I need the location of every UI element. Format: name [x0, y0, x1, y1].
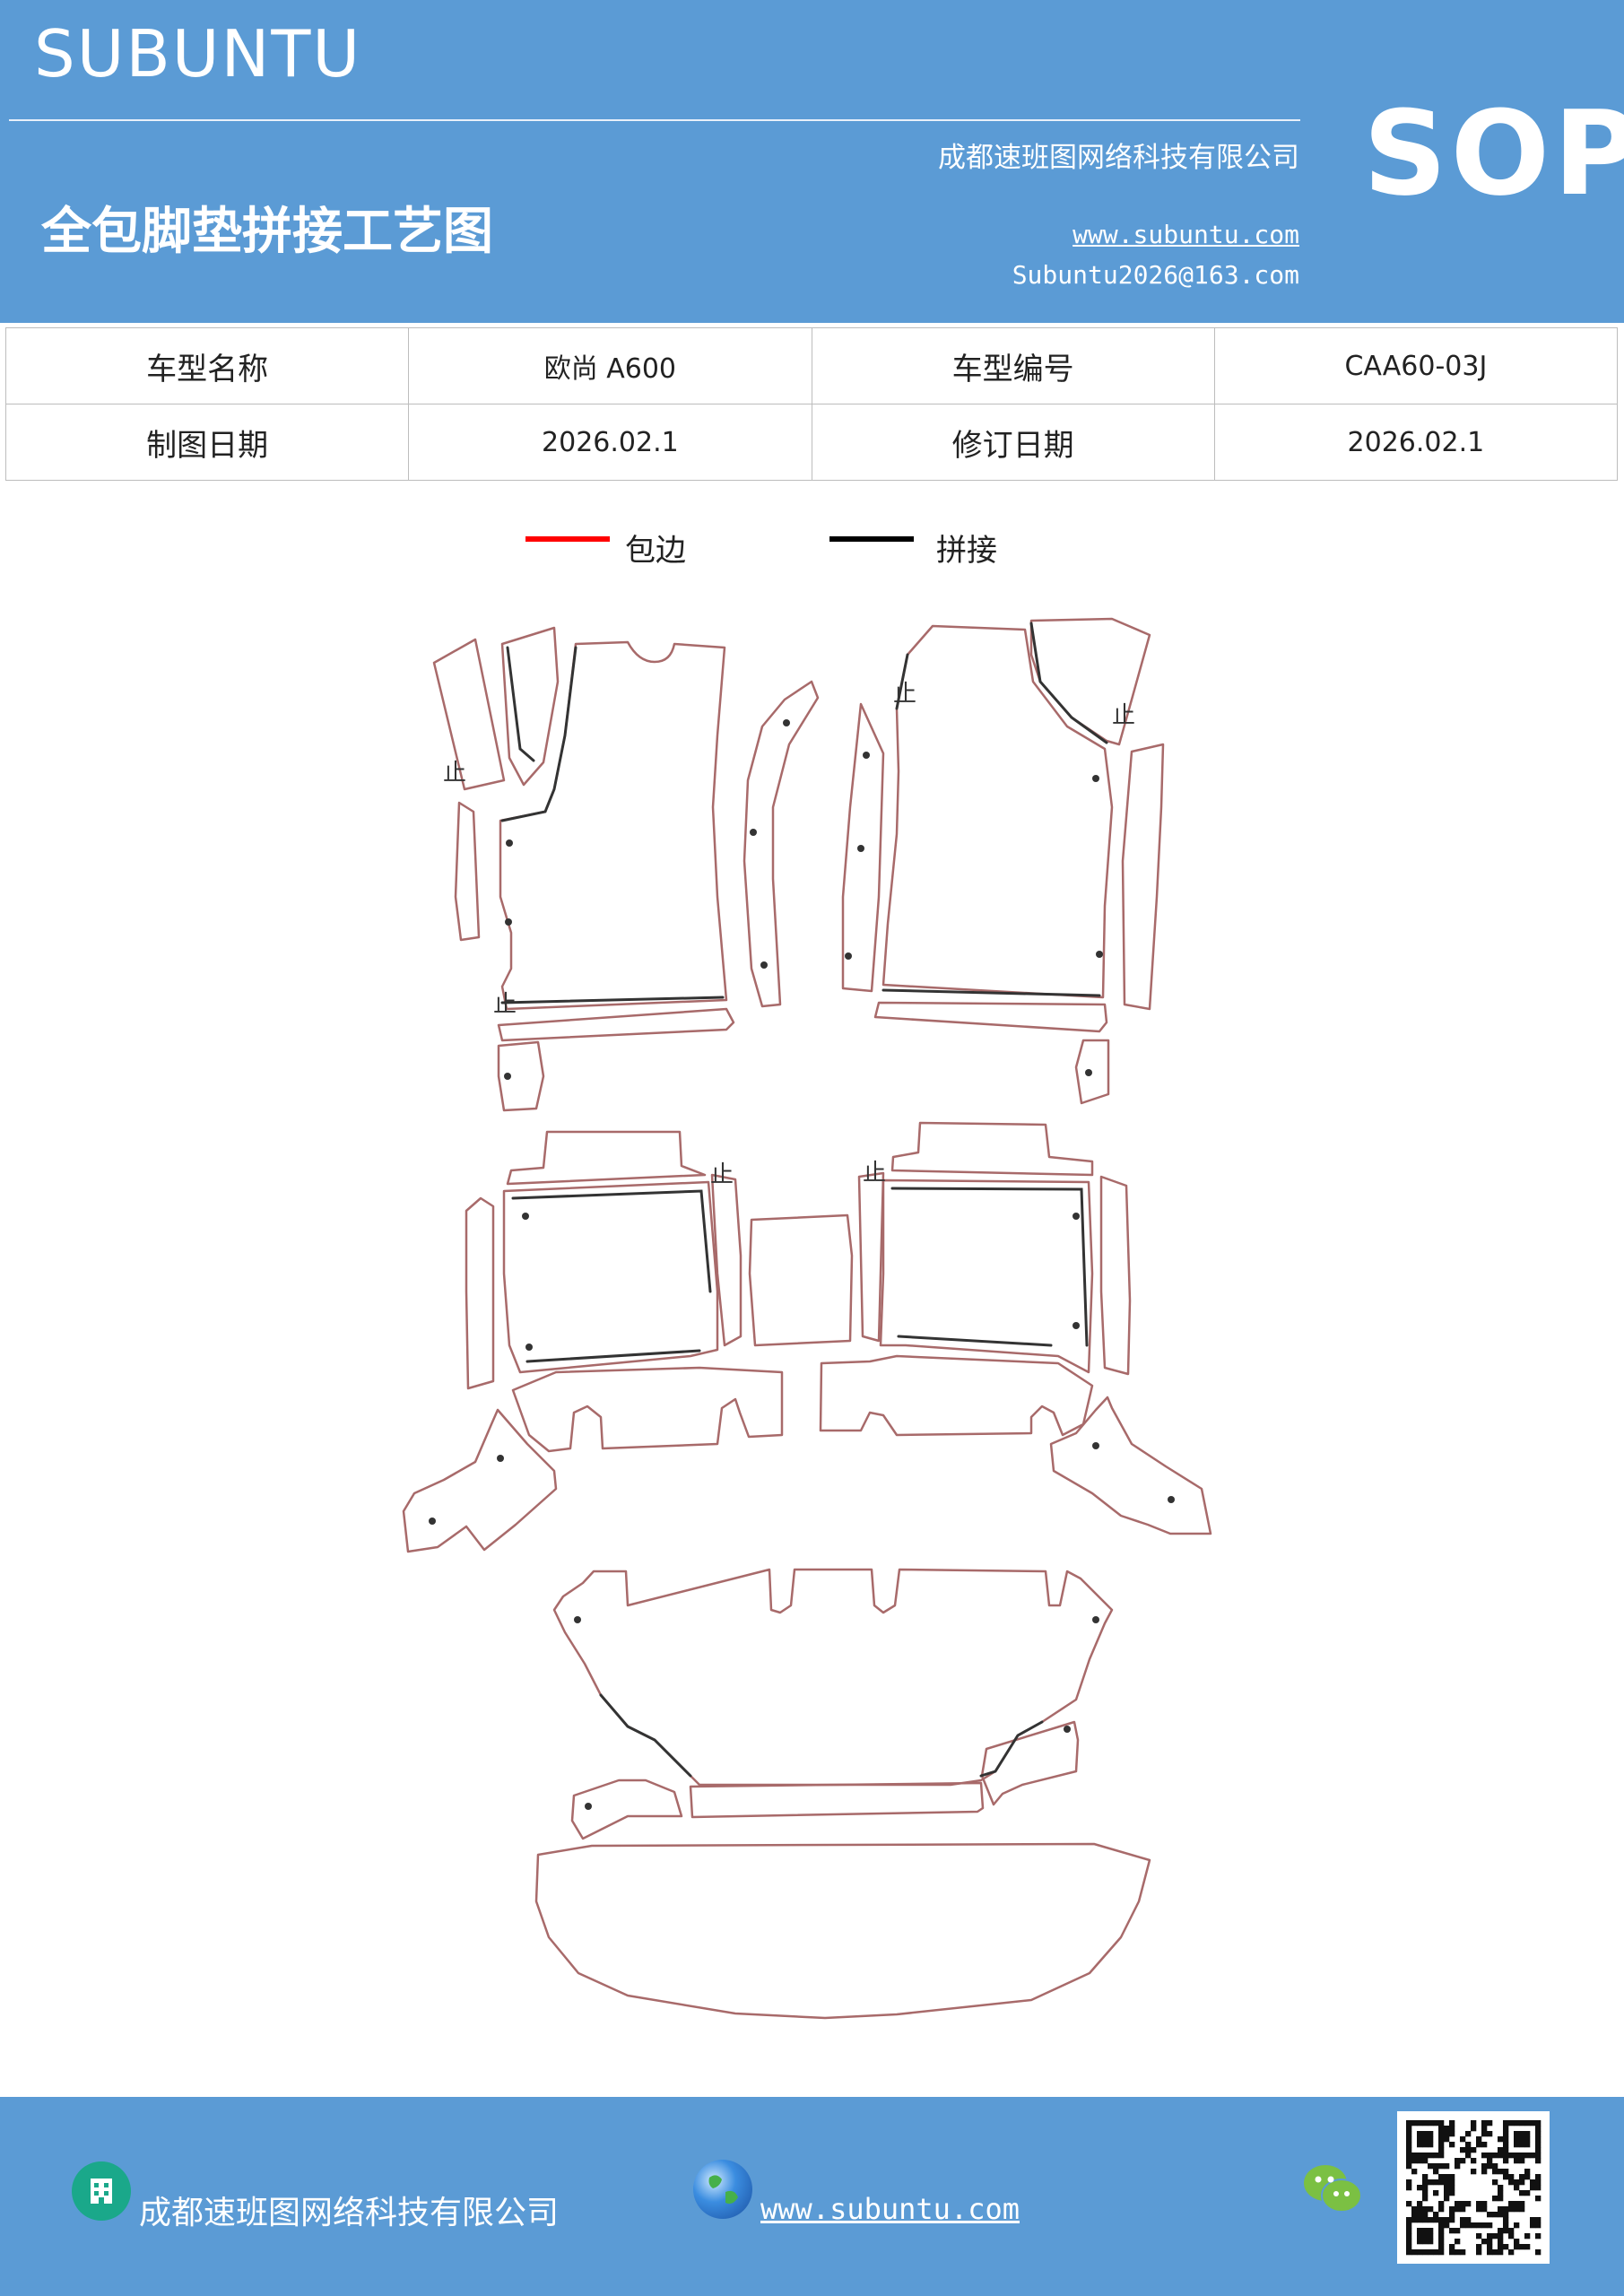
marker-dot: [1092, 1442, 1099, 1449]
marker-dot: [1064, 1726, 1071, 1733]
seam-line-fl-pillar: [506, 646, 535, 762]
marker-dot: [783, 719, 790, 726]
label-revision-date: 修订日期: [811, 404, 1215, 481]
table-row: 制图日期 2026.02.1 修订日期 2026.02.1: [4, 404, 1619, 481]
stop-marker: 止: [893, 681, 916, 708]
marker-dot: [1092, 1616, 1099, 1623]
header-email: Subuntu2026@163.com: [1012, 260, 1299, 290]
marker-dot: [497, 1455, 504, 1462]
mat-piece-rear-left-wing: [570, 1779, 683, 1840]
mat-piece-rear-bottom-bar: [689, 1781, 985, 1819]
marker-dot: [1092, 775, 1099, 782]
qr-code: [1397, 2111, 1550, 2264]
mat-piece-fl-tab: [497, 1040, 545, 1112]
stop-marker: 止: [1112, 702, 1135, 729]
header-divider: [9, 119, 1300, 121]
mat-piece-mid-bottom-left: [511, 1366, 784, 1453]
mat-piece-fl-door-arc: [743, 680, 820, 1008]
seam-line-mid-right: [890, 1187, 1089, 1347]
mat-piece-mid-top-left: [506, 1130, 707, 1186]
marker-dot: [506, 839, 513, 847]
marker-dot: [429, 1518, 436, 1525]
mat-piece-fr-top-strip: [1029, 617, 1151, 746]
legend-edge-line: [525, 536, 610, 542]
mat-piece-fl-left-strip: [454, 801, 481, 942]
mat-piece-mid-right-edge: [1099, 1175, 1132, 1376]
seam-line-fr-top-strip: [1029, 622, 1108, 744]
mat-piece-mid-bottom-right: [819, 1354, 1094, 1437]
mat-piece-trunk: [534, 1842, 1151, 2020]
header-company: 成都速班图网络科技有限公司: [938, 142, 1299, 174]
marker-dot: [1168, 1496, 1175, 1503]
label-model-name: 车型名称: [4, 327, 410, 404]
mat-piece-fl-bottom-bar: [497, 1007, 735, 1042]
document-title: 全包脚垫拼接工艺图: [41, 202, 493, 261]
mat-piece-mid-left-strip: [710, 1173, 743, 1347]
marker-dot: [522, 1213, 529, 1220]
sop-badge: SOP: [1363, 85, 1624, 222]
footer-website-link[interactable]: www.subuntu.com: [760, 2192, 1020, 2226]
building-icon: [72, 2161, 131, 2221]
stop-marker: 止: [443, 760, 466, 787]
value-drawing-date: 2026.02.1: [408, 404, 812, 481]
wechat-icon[interactable]: [1302, 2161, 1363, 2219]
legend-seam-line: [829, 536, 914, 542]
marker-dot: [1096, 951, 1103, 958]
seam-line-fl-main: [500, 646, 725, 1004]
seam-line-rear-main: [599, 1693, 1044, 1778]
mat-piece-fr-main: [881, 624, 1114, 999]
mat-piece-mid-right-wing: [1049, 1396, 1212, 1535]
value-model-code: CAA60-03J: [1213, 327, 1619, 404]
marker-dot: [760, 961, 768, 969]
mat-piece-mid-center: [748, 1213, 854, 1347]
mat-piece-rear-right-wing: [980, 1720, 1080, 1806]
mat-piece-mid-left-edge: [465, 1196, 495, 1390]
mat-piece-fr-left-strip: [841, 702, 885, 993]
marker-dot: [525, 1344, 533, 1351]
marker-dot: [504, 1073, 511, 1080]
mat-piece-mid-top-right: [890, 1121, 1094, 1177]
header-banner: [0, 0, 1624, 323]
header-website-link[interactable]: www.subuntu.com: [1073, 220, 1299, 249]
seam-line-mid-left: [511, 1189, 712, 1363]
seam-line-fr-main: [881, 653, 1101, 997]
mat-piece-rear-main: [552, 1568, 1114, 1787]
stop-marker: 止: [710, 1161, 734, 1188]
mat-piece-fr-right-strip: [1121, 743, 1165, 1011]
marker-dot: [750, 829, 757, 836]
mat-piece-fr-tab: [1074, 1039, 1110, 1105]
table-row: 车型名称 欧尚 A600 车型编号 CAA60-03J: [4, 327, 1619, 404]
brand-name: SUBUNTU: [34, 16, 362, 91]
vehicle-info-table: 车型名称 欧尚 A600 车型编号 CAA60-03J 制图日期 2026.02…: [4, 327, 1619, 481]
mat-piece-fl-strip: [432, 638, 506, 791]
stop-marker: 止: [863, 1160, 886, 1187]
stop-marker: 止: [493, 991, 517, 1018]
mat-piece-mid-left: [502, 1180, 719, 1374]
marker-dot: [585, 1803, 592, 1810]
floor-mat-splice-diagram: 止 止 止 止 止 止: [402, 617, 1212, 2020]
mat-piece-fl-pillar: [500, 626, 560, 787]
value-model-name: 欧尚 A600: [408, 327, 812, 404]
marker-dot: [574, 1616, 581, 1623]
mat-piece-fr-bottom-bar: [873, 1001, 1108, 1033]
marker-dot: [1073, 1322, 1080, 1329]
mat-piece-mid-right-strip: [857, 1171, 885, 1343]
mat-piece-mid-right: [879, 1178, 1094, 1374]
globe-icon: [693, 2160, 752, 2219]
marker-dot: [1085, 1069, 1092, 1076]
mat-piece-mid-left-wing: [402, 1408, 558, 1553]
marker-dot: [1073, 1213, 1080, 1220]
value-revision-date: 2026.02.1: [1213, 404, 1619, 481]
mat-piece-fl-main: [499, 640, 728, 1011]
footer-company: 成都速班图网络科技有限公司: [139, 2195, 560, 2231]
marker-dot: [857, 845, 864, 852]
label-model-code: 车型编号: [811, 327, 1215, 404]
legend-seam-label: 拼接: [936, 533, 997, 569]
marker-dot: [845, 952, 852, 960]
marker-dot: [505, 918, 512, 926]
marker-dot: [863, 752, 870, 759]
label-drawing-date: 制图日期: [4, 404, 410, 481]
legend-edge-label: 包边: [625, 533, 686, 569]
